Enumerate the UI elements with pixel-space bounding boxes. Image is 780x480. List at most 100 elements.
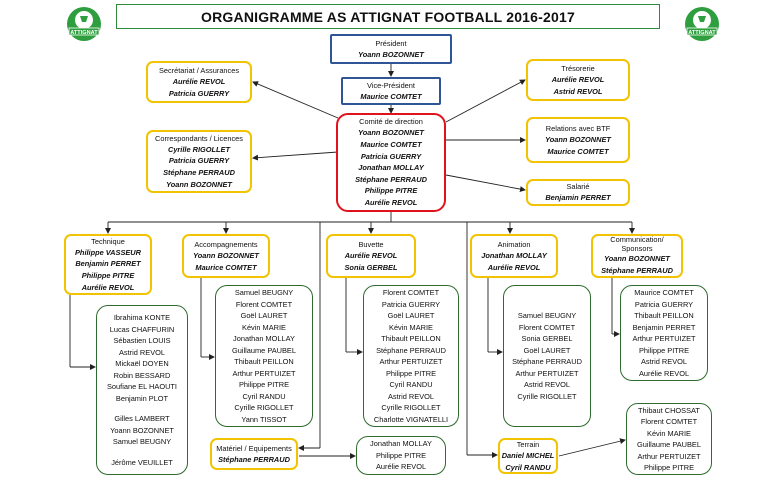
buvette-box: Buvette Aurélie REVOL Sonia GERBEL (326, 234, 416, 278)
member-name: Maurice COMTET (634, 288, 694, 297)
person-name: Jonathan MOLLAY (481, 250, 547, 260)
person-name: Patricia GUERRY (168, 156, 230, 166)
member-name: Philippe PITRE (375, 450, 427, 460)
tresorerie-box: Trésorerie Aurélie REVOL Astrid REVOL (526, 59, 630, 101)
box-label: Animation (497, 239, 531, 249)
technique-group-2: Gilles LAMBERT Yoann BOZONNET Samuel BEU… (110, 413, 174, 448)
box-label: Président (375, 38, 407, 48)
member-name: Sonia GERBEL (521, 334, 573, 343)
page-title: ORGANIGRAMME AS ATTIGNAT FOOTBALL 2016-2… (201, 8, 575, 25)
accompagnements-members-box: Samuel BEUGNY Florent COMTET Goël LAURET… (215, 285, 313, 427)
person-name: Benjamin PERRET (545, 193, 611, 203)
member-name: Goël LAURET (240, 311, 288, 320)
page-title-box: ORGANIGRAMME AS ATTIGNAT FOOTBALL 2016-2… (116, 4, 660, 29)
secretariat-box: Secrétariat / Assurances Aurélie REVOL P… (146, 61, 252, 103)
animation-members-box: Samuel BEUGNY Florent COMTET Sonia GERBE… (503, 285, 591, 427)
person-name: Aurélie REVOL (487, 262, 541, 272)
person-name: Aurélie REVOL (172, 76, 226, 86)
box-label: Accompagnements (194, 239, 258, 249)
relations-btf-box: Relations avec BTF Yoann BOZONNET Mauric… (526, 117, 630, 163)
person-name: Maurice COMTET (547, 146, 609, 156)
member-name: Arthur PERTUIZET (515, 368, 579, 378)
person-name: Aurélie REVOL (344, 250, 398, 260)
member-name: Benjamin PERRET (632, 322, 696, 332)
member-name: Arthur PERTUIZET (232, 368, 296, 378)
person-name: Benjamin PERRET (75, 259, 141, 269)
vice-president-box: Vice-Président Maurice COMTET (341, 77, 441, 105)
person-name: Aurélie REVOL (364, 197, 418, 207)
terrain-box: Terrain Daniel MICHEL Cyril RANDU (498, 438, 558, 474)
member-name: Samuel BEUGNY (112, 437, 172, 446)
member-name: Jonathan MOLLAY (370, 439, 432, 449)
communication-members-box: Maurice COMTET Patricia GUERRY Thibault … (620, 285, 708, 381)
animation-box: Animation Jonathan MOLLAY Aurélie REVOL (470, 234, 558, 278)
person-name: Aurélie REVOL (81, 282, 135, 292)
member-name: Florent COMTET (640, 417, 698, 426)
member-name: Yoann BOZONNET (110, 425, 174, 435)
member-name: Ibrahima KONTE (113, 313, 171, 322)
member-name: Cyrille RIGOLLET (381, 403, 441, 412)
member-name: Aurélie REVOL (375, 462, 427, 472)
box-label: Trésorerie (561, 63, 595, 73)
box-label: Secrétariat / Assurances (158, 65, 240, 75)
member-name: Florent COMTET (235, 299, 293, 309)
box-label: Salarié (566, 182, 590, 192)
person-name: Jonathan MOLLAY (358, 163, 424, 173)
person-name: Patricia GUERRY (168, 88, 230, 98)
member-name: Thibault PEILLON (234, 357, 294, 366)
member-name: Philippe PITRE (638, 345, 690, 355)
member-name: Stéphane PERRAUD (376, 345, 446, 355)
svg-text:ATTIGNAT: ATTIGNAT (688, 30, 716, 36)
person-name: Philippe VASSEUR (75, 247, 141, 257)
member-name: Aurélie REVOL (638, 368, 690, 378)
member-name: Astrid REVOL (387, 391, 434, 401)
terrain-members-box: Thibaut CHOSSAT Florent COMTET Kévin MAR… (626, 403, 712, 475)
member-name: Benjamin PLOT (115, 393, 169, 403)
member-name: Kévin MARIE (647, 428, 691, 438)
member-name: Patricia GUERRY (381, 299, 441, 309)
member-name: Samuel BEUGNY (517, 311, 577, 320)
president-box: Président Yoann BOZONNET (330, 34, 452, 64)
box-label: Correspondants / Licences (155, 133, 243, 143)
person-name: Yoann BOZONNET (545, 134, 611, 144)
person-name: Daniel MICHEL (501, 450, 555, 460)
person-name: Maurice COMTET (360, 91, 422, 101)
box-label: Communication/ Sponsors (610, 235, 664, 254)
accompagnements-box: Accompagnements Yoann BOZONNET Maurice C… (182, 234, 270, 278)
member-name: Soufiane EL HAOUTI (107, 382, 177, 391)
member-name: Mickaël DOYEN (115, 359, 169, 368)
member-name: Philippe PITRE (643, 463, 695, 472)
person-name: Stéphane PERRAUD (355, 174, 427, 184)
member-name: Astrid REVOL (523, 380, 570, 389)
member-name: Robin BESSARD (113, 370, 171, 380)
member-name: Florent COMTET (518, 322, 576, 332)
technique-box: Technique Philippe VASSEUR Benjamin PERR… (64, 234, 152, 295)
member-name: Cyrille RIGOLLET (517, 391, 577, 401)
member-name: Kévin MARIE (389, 322, 433, 332)
box-label: Relations avec BTF (545, 123, 611, 133)
person-name: Philippe PITRE (81, 271, 135, 280)
person-name: Yoann BOZONNET (193, 250, 259, 260)
box-label: Technique (91, 236, 125, 246)
member-name: Jonathan MOLLAY (233, 334, 295, 343)
salarie-box: Salarié Benjamin PERRET (526, 179, 630, 206)
comite-direction-box: Comité de direction Yoann BOZONNET Mauri… (336, 113, 446, 212)
person-name: Cyrille RIGOLLET (167, 144, 230, 154)
member-name: Arthur PERTUIZET (379, 357, 443, 366)
member-name: Goël LAURET (523, 345, 571, 355)
technique-group-3: Jérôme VEUILLET (111, 457, 173, 469)
person-name: Maurice COMTET (195, 262, 257, 272)
member-name: Cyril RANDU (389, 380, 433, 389)
member-name: Thibaut CHOSSAT (638, 405, 700, 415)
member-name: Astrid REVOL (640, 357, 687, 366)
member-name: Gilles LAMBERT (114, 414, 170, 423)
box-label: Vice-Président (367, 80, 415, 90)
member-name: Samuel BEUGNY (234, 288, 294, 297)
member-name: Patricia GUERRY (634, 299, 694, 309)
person-name: Aurélie REVOL (551, 74, 605, 84)
person-name: Patricia GUERRY (360, 151, 422, 161)
box-label: Comité de direction (359, 117, 423, 127)
svg-text:ATTIGNAT: ATTIGNAT (70, 30, 98, 36)
member-name: Thibault PEILLON (634, 311, 694, 320)
